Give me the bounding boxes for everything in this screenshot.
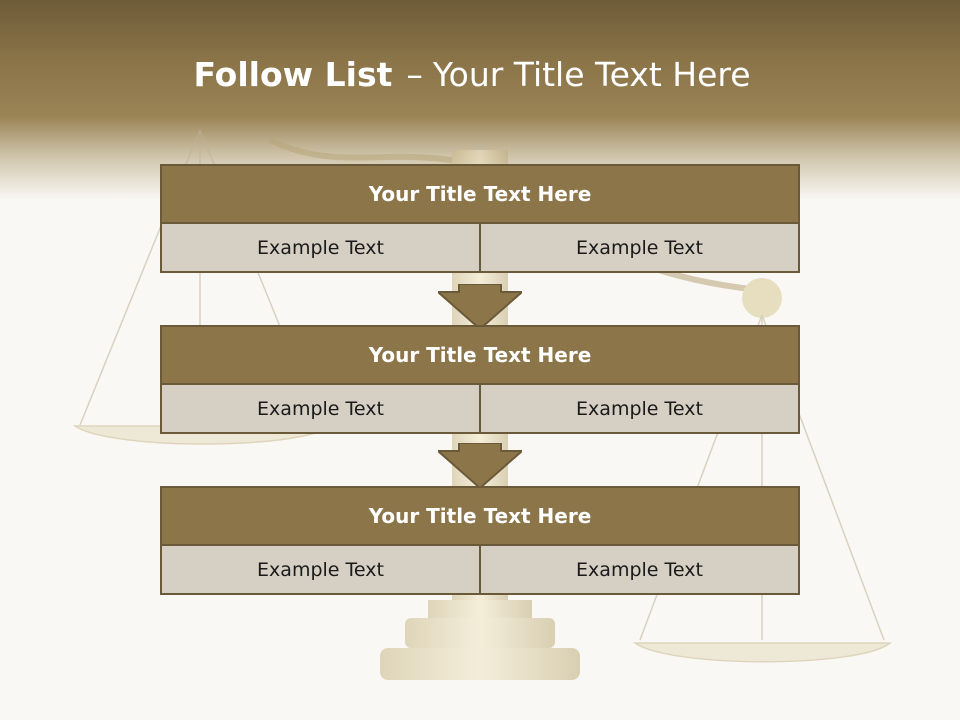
block-cell-left: Example Text (162, 546, 479, 593)
page-title-rest: Your Title Text Here (432, 55, 751, 94)
down-arrow-icon (438, 284, 522, 330)
down-arrow-icon (438, 443, 522, 489)
list-block-3: Your Title Text Here Example Text Exampl… (160, 486, 800, 595)
page-title: Follow List–Your Title Text Here (0, 52, 944, 98)
block-cell-left: Example Text (162, 224, 479, 271)
block-cells: Example Text Example Text (162, 224, 798, 271)
list-block-1: Your Title Text Here Example Text Exampl… (160, 164, 800, 273)
block-cell-right: Example Text (479, 224, 798, 271)
block-cells: Example Text Example Text (162, 546, 798, 593)
block-cells: Example Text Example Text (162, 385, 798, 432)
block-cell-right: Example Text (479, 546, 798, 593)
block-cell-left: Example Text (162, 385, 479, 432)
block-title: Your Title Text Here (162, 327, 798, 385)
block-cell-right: Example Text (479, 385, 798, 432)
page-title-separator: – (406, 55, 423, 94)
block-title: Your Title Text Here (162, 488, 798, 546)
list-block-2: Your Title Text Here Example Text Exampl… (160, 325, 800, 434)
page-title-strong: Follow List (193, 55, 393, 94)
block-title: Your Title Text Here (162, 166, 798, 224)
